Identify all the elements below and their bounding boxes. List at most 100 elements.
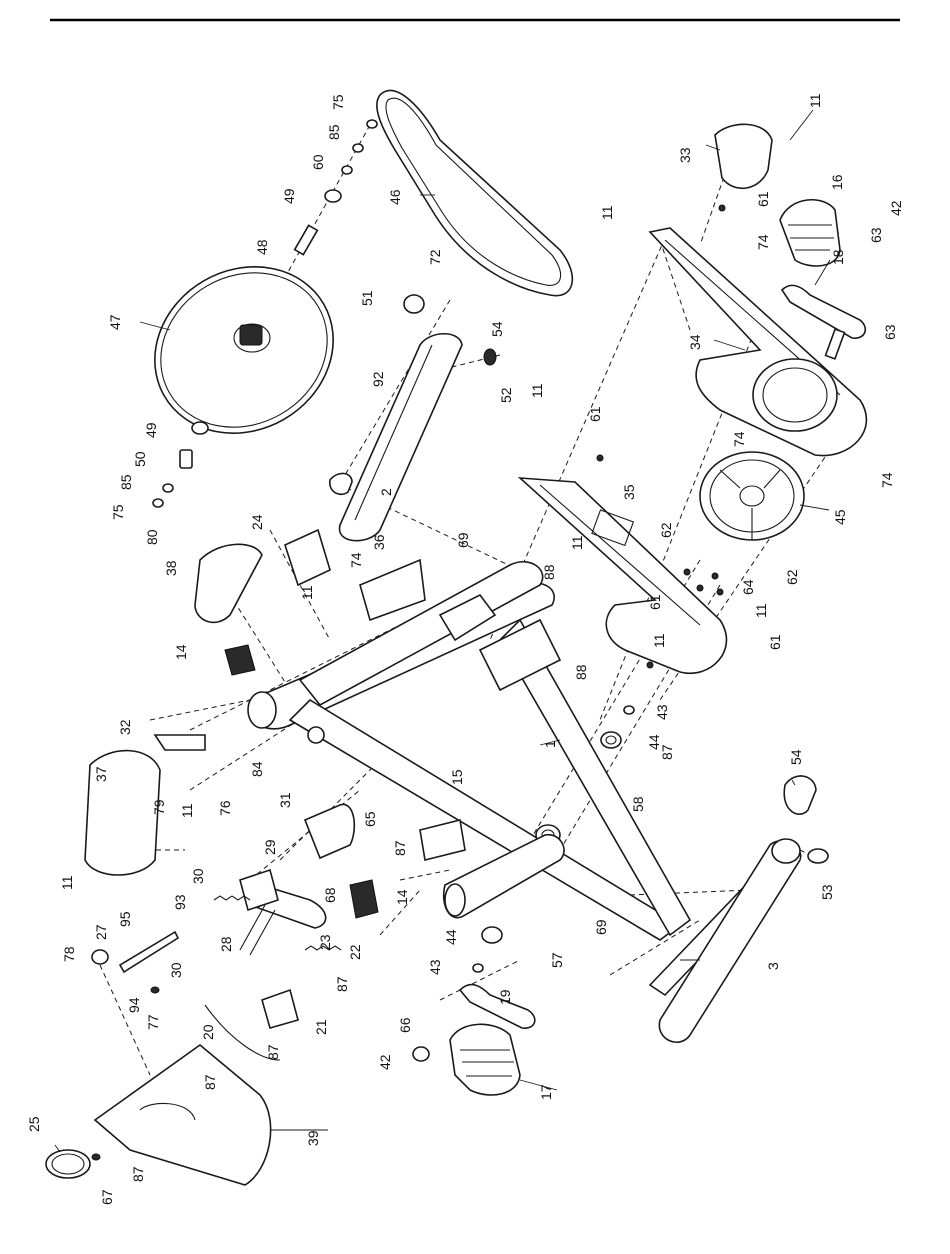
callout-44: 44 — [646, 734, 662, 750]
callout-60: 60 — [310, 154, 326, 170]
part-callouts: 1 2 3 11 11 11 11 11 11 11 11 11 14 14 1… — [26, 93, 904, 1205]
callout-92: 92 — [370, 371, 386, 387]
callout-66: 66 — [397, 1017, 413, 1033]
pedal-left — [449, 1023, 521, 1096]
right-chain-shield — [648, 227, 868, 457]
callout-75: 75 — [110, 504, 126, 520]
callout-29: 29 — [262, 839, 278, 855]
flywheel-disc — [154, 266, 334, 434]
callout-35: 35 — [621, 484, 637, 500]
callout-1: 1 — [542, 740, 558, 748]
callout-74: 74 — [755, 234, 771, 250]
callout-67: 67 — [99, 1189, 115, 1205]
callout-74: 74 — [879, 472, 895, 488]
callout-25: 25 — [26, 1116, 42, 1132]
callout-44: 44 — [443, 929, 459, 945]
callout-87: 87 — [659, 744, 675, 760]
callout-87: 87 — [202, 1074, 218, 1090]
callout-69: 69 — [455, 532, 471, 548]
callout-11: 11 — [59, 875, 75, 890]
seat-33 — [714, 123, 773, 190]
bracket-21 — [261, 988, 299, 1029]
callout-37: 37 — [93, 766, 109, 782]
callout-49: 49 — [143, 422, 159, 438]
callout-79: 79 — [151, 799, 167, 815]
drive-belt — [376, 89, 574, 297]
callout-76: 76 — [217, 800, 233, 816]
callout-49: 49 — [281, 188, 297, 204]
callout-84: 84 — [249, 761, 265, 777]
left-chain-shield — [517, 477, 728, 675]
callout-87: 87 — [334, 976, 350, 992]
seat-post-arm — [329, 332, 463, 542]
callout-54: 54 — [489, 321, 505, 337]
callout-33: 33 — [677, 147, 693, 163]
pedal-cap-42 — [412, 1046, 430, 1062]
callout-20: 20 — [200, 1024, 216, 1040]
callout-31: 31 — [277, 792, 293, 808]
callout-62: 62 — [658, 522, 674, 538]
drive-pulley — [699, 451, 805, 541]
callout-58: 58 — [630, 796, 646, 812]
callout-68: 68 — [322, 887, 338, 903]
handlebar-bracket-32 — [153, 734, 206, 751]
crank-spindle — [824, 328, 846, 360]
callout-11: 11 — [753, 603, 769, 618]
callout-87: 87 — [392, 840, 408, 856]
bearing-parts — [472, 204, 726, 973]
callout-77: 77 — [145, 1014, 161, 1030]
rear-cover-38 — [194, 543, 263, 624]
callout-61: 61 — [755, 191, 771, 207]
callout-14: 14 — [394, 889, 410, 905]
callout-65: 65 — [362, 811, 378, 827]
callout-11: 11 — [569, 535, 585, 550]
callout-61: 61 — [587, 406, 603, 422]
callout-30: 30 — [168, 962, 184, 978]
callout-57: 57 — [549, 952, 565, 968]
flywheel-axle-parts — [152, 119, 378, 508]
callout-93: 93 — [172, 894, 188, 910]
crank-arm-right — [780, 284, 867, 339]
callout-21: 21 — [313, 1019, 329, 1035]
pedal-right — [779, 198, 841, 267]
washer-77 — [150, 986, 160, 994]
callout-87: 87 — [265, 1044, 281, 1060]
washer-67 — [91, 1153, 101, 1161]
rod-95 — [118, 930, 180, 974]
bracket-15 — [419, 819, 466, 861]
spring-22 — [304, 945, 342, 951]
callout-85: 85 — [118, 474, 134, 490]
callout-43: 43 — [427, 959, 443, 975]
crank-arm-left — [458, 983, 536, 1029]
callout-63: 63 — [882, 324, 898, 340]
callout-48: 48 — [254, 239, 270, 255]
callout-87: 87 — [130, 1166, 146, 1182]
callout-45: 45 — [832, 509, 848, 525]
callout-88: 88 — [541, 564, 557, 580]
callout-94: 94 — [126, 997, 142, 1013]
callout-32: 32 — [117, 719, 133, 735]
callout-64: 64 — [740, 579, 756, 595]
top-frame-rail — [298, 560, 562, 707]
wheel-52 — [483, 348, 497, 366]
pins-73 — [239, 904, 276, 956]
callout-11: 11 — [529, 383, 545, 398]
callout-39: 39 — [305, 1130, 321, 1146]
callout-63: 63 — [868, 227, 884, 243]
callout-51: 51 — [359, 290, 375, 306]
callout-18: 18 — [830, 249, 846, 265]
callout-88: 88 — [573, 664, 589, 680]
callout-78: 78 — [61, 946, 77, 962]
callout-75: 75 — [330, 94, 346, 110]
callout-19: 19 — [497, 989, 513, 1005]
callout-46: 46 — [387, 189, 403, 205]
frame-cover-36 — [359, 558, 426, 622]
callout-22: 22 — [347, 944, 363, 960]
console-cover-37 — [84, 749, 161, 876]
end-cap-54-rear — [783, 775, 817, 815]
callout-62: 62 — [784, 569, 800, 585]
callout-50: 50 — [132, 451, 148, 467]
knob-78 — [91, 949, 109, 965]
callout-27: 27 — [93, 924, 109, 940]
callout-80: 80 — [144, 529, 160, 545]
